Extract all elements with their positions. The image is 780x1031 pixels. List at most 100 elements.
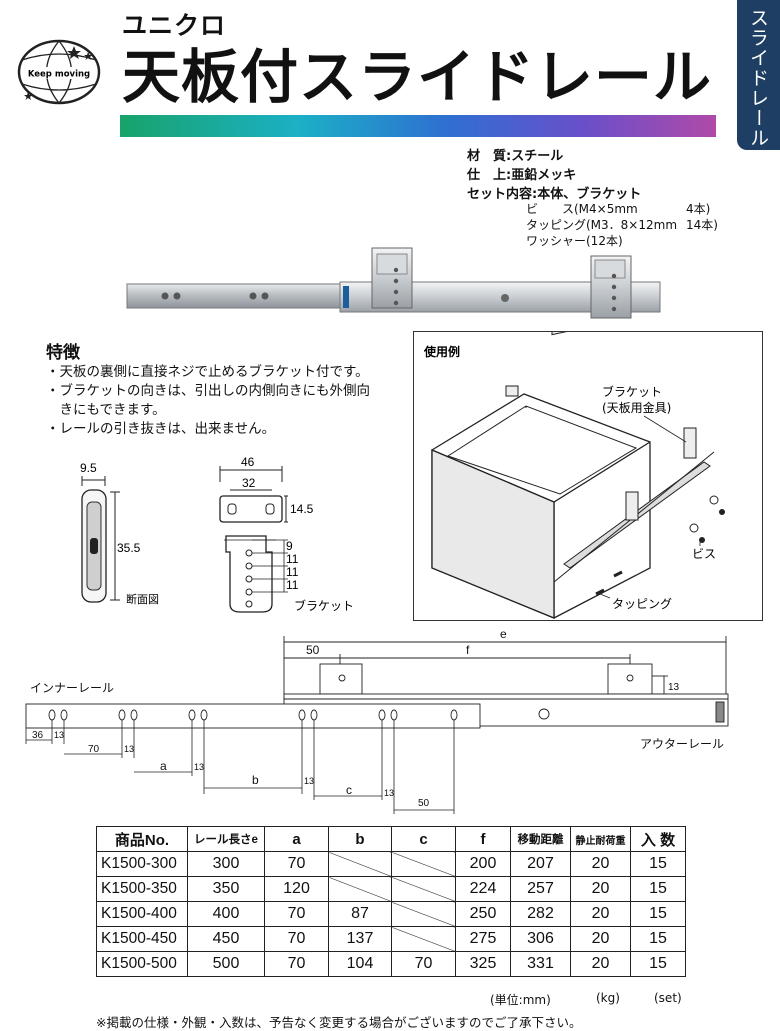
table-cell: 400 (187, 901, 265, 927)
bracket-caption: ブラケット (294, 598, 354, 613)
unit-mm: (単位:mm) (490, 993, 551, 1007)
table-cell: 275 (455, 926, 511, 952)
table-cell: 70 (264, 951, 329, 977)
outer-rail-label: アウターレール (640, 737, 724, 751)
table-cell: 20 (570, 851, 631, 877)
unit-kg: (kg) (596, 991, 620, 1005)
dim-13: 13 (668, 682, 680, 693)
feature-item: ・天板の裏側に直接ネジで止めるブラケット付です。 (46, 364, 369, 380)
inner-rail-label: インナーレール (30, 681, 114, 695)
bracket-width-46: 46 (241, 455, 255, 469)
table-cell: 70 (264, 851, 329, 877)
footer-note: ※掲載の仕様・外観・入数は、予告なく変更する場合がございますのでご了承下さい。 (96, 1015, 582, 1030)
spec-washer: ワッシャー(12本) (526, 234, 623, 248)
table-cell-empty (391, 926, 456, 952)
bracket-pitch-11: 11 (286, 552, 299, 566)
table-header: f (455, 826, 511, 852)
table-cell: 87 (328, 901, 392, 927)
section-height-label: 35.5 (117, 541, 141, 555)
table-row: K1500-500 500 70 104 70 325 331 20 15 (96, 951, 686, 977)
table-cell: 104 (328, 951, 392, 977)
table-header: 入 数 (630, 826, 686, 852)
table-cell: 15 (630, 901, 686, 927)
dim-13: 13 (304, 776, 314, 786)
dim-13: 13 (194, 762, 204, 772)
table-cell: 450 (187, 926, 265, 952)
table-cell: 20 (570, 926, 631, 952)
usage-bracket-sublabel: (天板用金具) (602, 400, 671, 415)
table-cell: 20 (570, 901, 631, 927)
dim-f: f (466, 643, 470, 657)
table-cell: 20 (570, 876, 631, 902)
slide-rail-product-image (126, 247, 661, 319)
bracket-pitch-9: 9 (286, 539, 293, 553)
table-cell: 500 (187, 951, 265, 977)
table-cell-empty (391, 876, 456, 902)
table-cell: 257 (510, 876, 571, 902)
table-cell-model: K1500-500 (96, 951, 188, 977)
table-cell: 15 (630, 926, 686, 952)
table-cell: 282 (510, 901, 571, 927)
bracket-drawing: 46 32 14.5 9 11 11 11 ブラケット (219, 455, 354, 613)
page-title: 天板付スライドレール (122, 43, 713, 111)
table-cell: 120 (264, 876, 329, 902)
table-cell: 15 (630, 876, 686, 902)
table-row: K1500-400 400 70 87 250 282 20 15 (96, 901, 686, 927)
dim-13: 13 (384, 788, 394, 798)
table-row: K1500-300 300 70 200 207 20 15 (96, 851, 686, 877)
side-tab-label: スライドレール (747, 8, 769, 148)
table-row: K1500-450 450 70 137 275 306 20 15 (96, 926, 686, 952)
table-cell-model: K1500-350 (96, 876, 188, 902)
spec-tapping-name: タッピング(M3．8×12mm (526, 218, 678, 232)
table-cell-empty (391, 851, 456, 877)
feature-item: きにもできます。 (46, 402, 166, 418)
rail-dimension-drawing: e 50 f 13 インナーレール アウターレール 36 13 70 13 a … (25, 627, 729, 814)
spec-screw-qty: 4本) (686, 202, 711, 216)
table-row: K1500-350 350 120 224 257 20 15 (96, 876, 686, 902)
usage-screw-label: ビス (692, 547, 716, 561)
spec-screw-name: ビ ス(M4×5mm (526, 202, 638, 216)
table-cell-empty (328, 851, 392, 877)
feature-item: ・レールの引き抜きは、出来ません。 (46, 421, 276, 437)
table-cell: 207 (510, 851, 571, 877)
spec-finish-row: 仕 上:亜鉛メッキ (467, 168, 577, 183)
bracket-pitch-11: 11 (286, 565, 299, 579)
table-cell: 325 (455, 951, 511, 977)
title-gradient-bar (120, 115, 716, 137)
table-cell: 70 (264, 926, 329, 952)
table-header: a (264, 826, 329, 852)
svg-text:Keep moving: Keep moving (28, 70, 90, 80)
table-cell: 200 (455, 851, 511, 877)
section-width-label: 9.5 (80, 461, 97, 475)
dim-36: 36 (32, 730, 44, 741)
table-cell: 15 (630, 851, 686, 877)
table-cell-model: K1500-300 (96, 851, 188, 877)
spec-material-row: 材 質:スチール (467, 149, 564, 164)
keep-moving-logo: Keep moving (17, 39, 101, 105)
table-header: c (391, 826, 456, 852)
spec-finish-value: 亜鉛メッキ (511, 168, 577, 183)
dim-70: 70 (88, 744, 100, 755)
usage-tapping-label: タッピング (612, 597, 672, 611)
dim-a: a (160, 759, 167, 773)
dim-50: 50 (418, 798, 430, 809)
spec-table: 商品No. レール長さe a b c f 移動距離 静止耐荷重 入 数 K150… (96, 826, 686, 977)
usage-title: 使用例 (423, 344, 460, 359)
bracket-height-label: 14.5 (290, 502, 314, 516)
dim-e: e (500, 627, 507, 641)
brand-name: ユニクロ (122, 11, 227, 40)
spec-set-value: 本体、ブラケット (537, 187, 642, 202)
usage-bracket-label: ブラケット (602, 384, 662, 399)
table-cell: 306 (510, 926, 571, 952)
table-header: 静止耐荷重 (570, 826, 631, 852)
spec-material-label: 材 質 (467, 149, 507, 164)
usage-example-drawing: 使用例 ブラケット (天板用金具) ビス タッピング (423, 332, 725, 619)
table-header-row: 商品No. レール長さe a b c f 移動距離 静止耐荷重 入 数 (96, 826, 686, 852)
features-title: 特徴 (46, 343, 80, 363)
spec-material-value: スチール (511, 149, 564, 164)
bracket-width-32: 32 (242, 476, 256, 490)
table-cell-model: K1500-400 (96, 901, 188, 927)
category-side-tab: スライドレール (737, 0, 780, 150)
bracket-pitch-11: 11 (286, 578, 299, 592)
section-caption: 断面図 (126, 592, 159, 606)
